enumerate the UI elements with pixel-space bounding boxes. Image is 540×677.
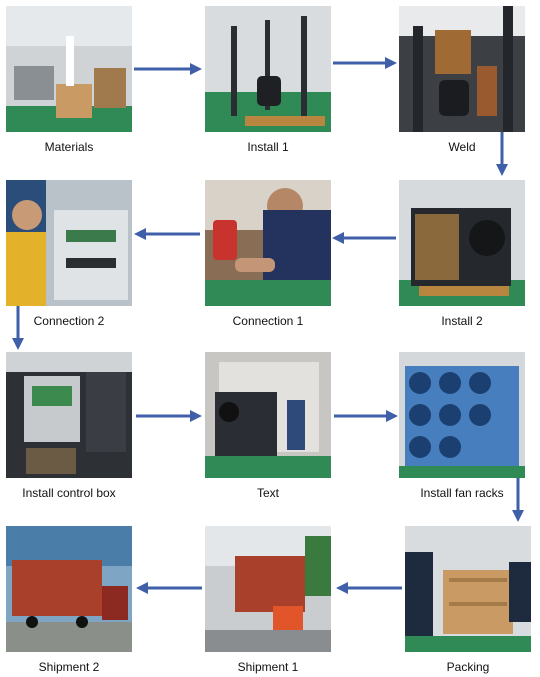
step-shipment-1: Shipment 1 xyxy=(205,526,331,674)
arrow-install-fan-racks-to-packing xyxy=(512,478,524,522)
photo-shipment-1 xyxy=(205,526,331,652)
arrow-text-to-install-fan-racks xyxy=(334,410,398,422)
step-weld: Weld xyxy=(399,6,525,154)
photo-text xyxy=(205,352,331,478)
caption-connection-1: Connection 1 xyxy=(232,314,304,328)
caption-install-control-box: Install control box xyxy=(22,486,116,500)
arrow-shipment-1-to-shipment-2 xyxy=(136,582,202,594)
photo-connection-2 xyxy=(6,180,132,306)
step-materials: Materials xyxy=(6,6,132,154)
caption-install-fan-racks: Install fan racks xyxy=(420,486,504,500)
caption-weld: Weld xyxy=(448,140,476,154)
arrow-connection-2-to-install-control-box xyxy=(12,306,24,350)
caption-materials: Materials xyxy=(44,140,94,154)
photo-install-control-box xyxy=(6,352,132,478)
step-connection-1: Connection 1 xyxy=(205,180,331,328)
arrow-connection-1-to-connection-2 xyxy=(134,228,200,240)
photo-connection-1 xyxy=(205,180,331,306)
photo-install-fan-racks xyxy=(399,352,525,478)
photo-packing xyxy=(405,526,531,652)
step-connection-2: Connection 2 xyxy=(6,180,132,328)
photo-install-2 xyxy=(399,180,525,306)
photo-install-1 xyxy=(205,6,331,132)
photo-materials xyxy=(6,6,132,132)
step-install-fan-racks: Install fan racks xyxy=(399,352,525,500)
caption-packing: Packing xyxy=(446,660,490,674)
step-install-2: Install 2 xyxy=(399,180,525,328)
arrow-weld-to-install-2 xyxy=(496,132,508,176)
arrow-packing-to-shipment-1 xyxy=(336,582,402,594)
step-shipment-2: Shipment 2 xyxy=(6,526,132,674)
caption-shipment-2: Shipment 2 xyxy=(38,660,100,674)
photo-weld xyxy=(399,6,525,132)
caption-install-2: Install 2 xyxy=(441,314,483,328)
caption-shipment-1: Shipment 1 xyxy=(237,660,299,674)
step-packing: Packing xyxy=(405,526,531,674)
caption-text: Text xyxy=(256,486,279,500)
arrow-install-1-to-weld xyxy=(333,57,397,69)
step-install-1: Install 1 xyxy=(205,6,331,154)
step-install-control-box: Install control box xyxy=(6,352,132,500)
photo-shipment-2 xyxy=(6,526,132,652)
caption-connection-2: Connection 2 xyxy=(33,314,105,328)
arrow-install-2-to-connection-1 xyxy=(332,232,396,244)
caption-install-1: Install 1 xyxy=(247,140,289,154)
arrow-install-control-box-to-text xyxy=(136,410,202,422)
step-text: Text xyxy=(205,352,331,500)
arrow-materials-to-install-1 xyxy=(134,63,202,75)
